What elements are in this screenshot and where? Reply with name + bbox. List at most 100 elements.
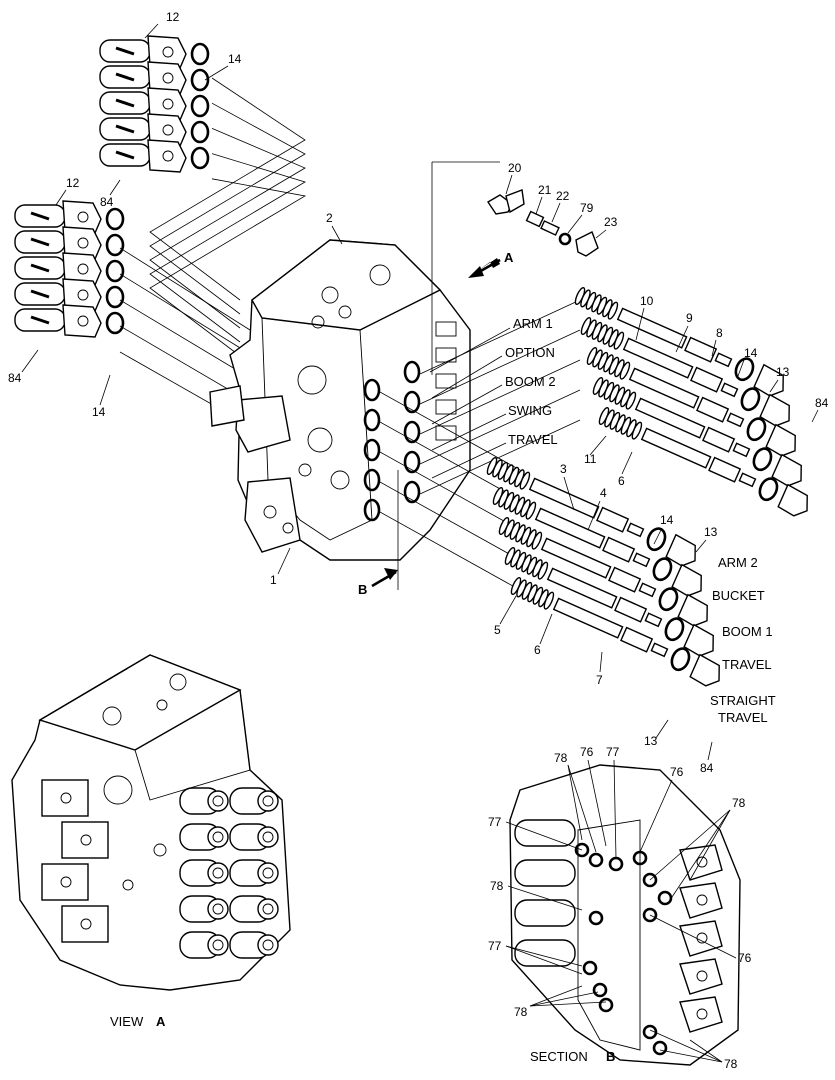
callout-8: 8 <box>716 326 723 340</box>
upper-spool-o-ring <box>740 387 761 412</box>
section-callout-76-lower-right: 76 <box>738 951 752 965</box>
lower-spool-end-cap <box>665 533 696 567</box>
section-b-solenoid <box>514 939 576 967</box>
section-b-seal-ring <box>642 1024 658 1040</box>
section-b-seal-ring <box>598 997 614 1013</box>
upper-spool <box>586 346 796 457</box>
lower-spool-land <box>638 582 657 598</box>
left-solenoid-o-ring <box>105 285 125 309</box>
view-a-solenoid-end <box>207 790 229 812</box>
spool-function-labels: ARM 1 OPTION BOOM 2 SWING TRAVEL ARM 2 B… <box>429 316 776 725</box>
label-travel-lower: TRAVEL <box>722 657 772 672</box>
lower-spool-spring-coil <box>543 591 555 610</box>
lower-spool-o-ring <box>646 527 667 552</box>
lower-spool-spool-body <box>534 507 606 549</box>
upper-spool-end-cap <box>759 393 790 427</box>
lower-spool <box>486 456 696 567</box>
spool-bore <box>363 408 381 432</box>
section-callout-76-right: 76 <box>670 765 684 779</box>
section-b-solenoid <box>514 899 576 927</box>
callout-2: 2 <box>326 211 333 225</box>
view-a-side-block <box>61 821 109 859</box>
view-a-solenoid-core <box>262 867 274 879</box>
view-a-side-block <box>41 779 89 817</box>
callout-22: 22 <box>556 189 570 203</box>
lower-spool-land <box>650 642 669 658</box>
callout-3: 3 <box>560 462 567 476</box>
callout-12-upper: 12 <box>166 10 180 24</box>
left-solenoid-flange <box>62 226 102 260</box>
callout-10: 10 <box>640 294 654 308</box>
section-callout-78-bottom-right: 78 <box>724 1057 738 1071</box>
left-solenoid-port <box>77 237 89 249</box>
spool-bore <box>363 438 381 462</box>
view-a-solenoid-end <box>257 862 279 884</box>
view-a-solenoid-end <box>207 934 229 956</box>
upper-spool-land <box>738 472 757 488</box>
main-control-valve-body: 2 1 <box>209 211 581 591</box>
section-callout-77-top: 77 <box>606 745 620 759</box>
section-b-side-block <box>679 996 723 1033</box>
view-a-caption-letter: A <box>156 1014 166 1029</box>
left-solenoid-port <box>77 315 89 327</box>
callout-9: 9 <box>686 311 693 325</box>
view-a-solenoid-core <box>262 795 274 807</box>
callout-4: 4 <box>600 486 607 500</box>
section-b-port <box>696 856 708 868</box>
spool-axis <box>379 481 521 561</box>
left-solenoid-o-ring <box>105 207 125 231</box>
upper-solenoid-flange <box>147 35 187 69</box>
callout-84-upper: 84 <box>100 195 114 209</box>
left-solenoid-port <box>77 263 89 275</box>
callout-5: 5 <box>494 623 501 637</box>
left-solenoid-flange <box>62 252 102 286</box>
lower-spool-land <box>632 552 651 568</box>
callout-12-left: 12 <box>66 176 80 190</box>
upper-spool-land <box>684 336 718 363</box>
left-solenoid-bolt <box>30 289 50 299</box>
left-solenoid-port <box>77 211 89 223</box>
label-boom-2: BOOM 2 <box>505 374 556 389</box>
section-b-port <box>696 894 708 906</box>
lower-spool-end-cap <box>683 623 714 657</box>
spool-bore <box>363 378 381 402</box>
upper-solenoid-o-ring <box>190 68 210 92</box>
callout-84-lower: 84 <box>700 761 714 775</box>
callout-1: 1 <box>270 573 277 587</box>
lower-spool-o-ring <box>658 587 679 612</box>
left-solenoid-o-ring <box>105 311 125 335</box>
guide-line <box>149 178 307 357</box>
upper-solenoid-flange <box>147 61 187 95</box>
lower-spool-spring-coil <box>537 561 549 580</box>
spool-axis <box>379 391 521 471</box>
view-a-caption-prefix: VIEW <box>110 1014 144 1029</box>
view-a-side-block <box>41 863 89 901</box>
section-b-side-block <box>679 958 723 995</box>
label-boom-1: BOOM 1 <box>722 624 773 639</box>
upper-spool-end-cap <box>753 363 784 397</box>
view-a-solenoid-end <box>207 898 229 920</box>
spool-bore <box>403 480 421 504</box>
upper-spool-spring-coil <box>631 421 643 440</box>
valve-cap <box>435 425 457 441</box>
spool-bore <box>403 450 421 474</box>
guide-line <box>149 77 306 301</box>
upper-spool <box>592 376 802 487</box>
callout-84-left: 84 <box>8 371 22 385</box>
section-b-side-block <box>679 882 723 919</box>
lower-spool-spool-body <box>552 597 624 639</box>
valve-cap <box>435 347 457 363</box>
upper-spool-spring-coil <box>619 361 631 380</box>
view-a-illustration: VIEW A <box>11 654 291 1029</box>
callout-14-lower: 14 <box>660 513 674 527</box>
callout-79: 79 <box>580 201 594 215</box>
section-callout-78-bottom-left: 78 <box>514 1005 528 1019</box>
valve-cap <box>435 399 457 415</box>
section-callout-78-top: 78 <box>554 751 568 765</box>
section-b-seal-ring <box>592 982 608 998</box>
upper-spool-end-cap <box>771 453 802 487</box>
lower-spool-spool-body <box>528 477 600 519</box>
view-a-solenoid-core <box>212 903 224 915</box>
lower-spool-land <box>596 506 630 533</box>
upper-solenoid-o-ring <box>190 42 210 66</box>
